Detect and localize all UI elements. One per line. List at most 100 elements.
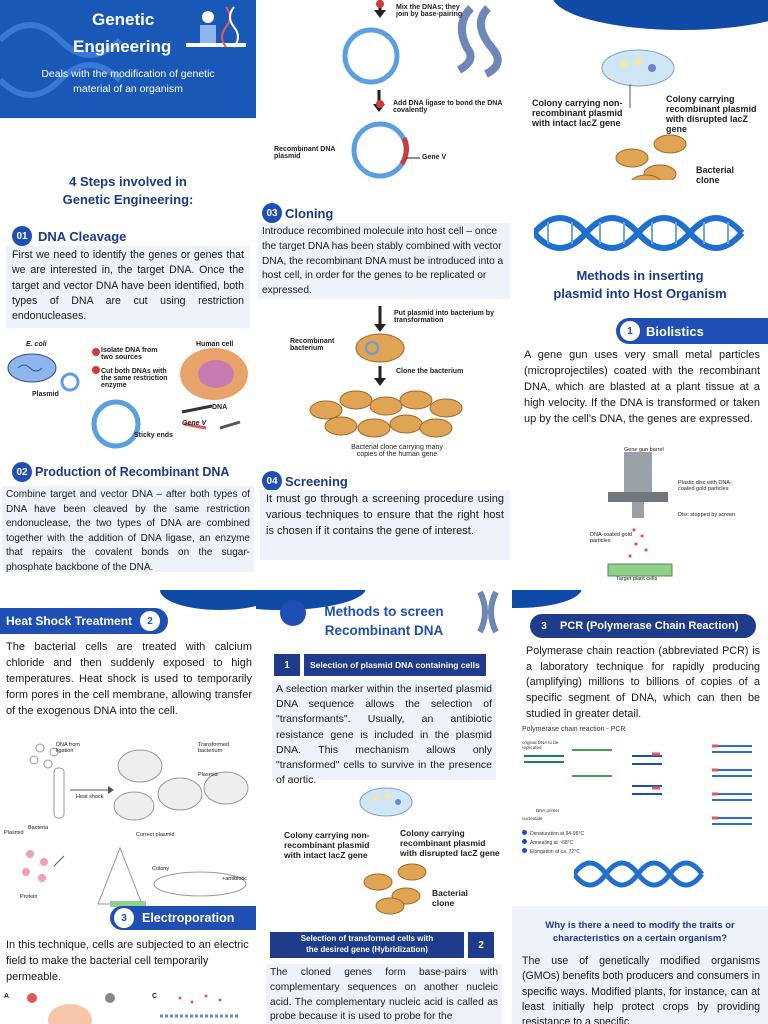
intro-title-line1: Genetic <box>92 10 155 29</box>
cleave-sticky-ends-label: Sticky ends <box>134 432 173 439</box>
electroporation-diagram <box>27 993 240 1024</box>
m1-header: 1 Selection of plasmid DNA containing ce… <box>274 654 486 676</box>
why-text: The use of genetically modified organism… <box>522 955 760 1024</box>
cleave-plasmid-label: Plasmid <box>32 391 59 398</box>
methods-insert-line2: plasmid into Host Organism <box>553 286 727 301</box>
clone-step6-label: Clone the bacterium <box>396 368 464 375</box>
clone-caption: Bacterial clone carrying many copies of … <box>351 444 443 458</box>
step3-text: Introduce recombined molecule into host … <box>262 226 504 297</box>
step4-text-box: It must go through a screening procedure… <box>260 490 510 560</box>
step1-number-badge: 01 <box>12 226 32 246</box>
m1-text-box: A selection marker within the inserted p… <box>272 680 496 786</box>
colony-bacterial-clone-label: Bacterial clone <box>696 165 735 185</box>
pcr-original-label: original DNA to be replicated <box>522 740 559 750</box>
panel-heat-shock: Heat Shock Treatment 2 The bacterial cel… <box>0 590 256 1024</box>
hs-dna-from-label: DNA from ligation <box>56 742 80 754</box>
hs-antibiotic-label: +antibiotic <box>222 876 247 882</box>
mix-gene-v-label: Gene V <box>422 154 447 161</box>
electroporation-number: 3 <box>114 908 134 928</box>
biolistics-number: 1 <box>620 321 640 341</box>
step1-header: 01 DNA Cleavage <box>12 226 126 246</box>
chromosome-icon <box>477 590 499 634</box>
pcr-legend-denat-text: Denaturation at 94-96°C <box>530 831 584 837</box>
step1-text-box: First we need to identify the genes or g… <box>6 246 250 328</box>
heat-shock-number: 2 <box>140 611 161 631</box>
pcr-primer-label: DNA primer <box>536 808 560 813</box>
step3-title: Cloning <box>285 205 334 221</box>
heat-shock-title: Heat Shock Treatment <box>6 614 133 628</box>
intro-subtitle: Deals with the modification of genetic m… <box>41 68 215 95</box>
colony-non-recomb-label: Colony carrying non-recombinant plasmid … <box>532 98 623 128</box>
pcr-nucleotide-label: nucleotide <box>522 816 543 821</box>
dna-cleavage-diagram <box>7 348 248 449</box>
biolistics-title: Biolistics <box>646 323 704 339</box>
heat-shock-pill: Heat Shock Treatment 2 <box>0 608 168 634</box>
panel-pcr: 3 PCR (Polymerase Chain Reaction) Polyme… <box>512 590 768 1024</box>
gun-target-label: Target plant cells <box>616 576 658 582</box>
pcr-title: PCR (Polymerase Chain Reaction) <box>560 620 739 632</box>
why-heading-line1: Why is there a need to modify the traits… <box>545 920 735 931</box>
m1-number: 1 <box>274 654 300 676</box>
step2-title: Production of Recombinant DNA <box>35 465 230 479</box>
heat-blob <box>160 590 256 610</box>
hs-transformed-label: Transformed bacterium <box>198 742 229 754</box>
step4-title: Screening <box>285 473 348 489</box>
colony-recomb-label: Colony carrying recombinant plasmid with… <box>666 94 757 134</box>
hs-plasmid2-label: Plasmid <box>4 830 24 836</box>
gene-gun-diagram <box>607 452 673 577</box>
m2-text: The cloned genes form base-pairs with co… <box>270 967 498 1023</box>
panel-intro: Genetic Engineering Deals with the modif… <box>0 0 256 590</box>
m2-text-box: The cloned genes form base-pairs with co… <box>266 964 502 1024</box>
cleave-step2-label: Cut both DNAs with the same restriction … <box>101 368 168 389</box>
step4-header: 04 Screening <box>262 471 348 491</box>
pcr-dna-helix <box>574 860 704 888</box>
scientist-icon <box>186 6 246 48</box>
step3-header: 03 Cloning <box>262 203 333 223</box>
pcr-legend-elong-text: Elongation at ca. 72°C <box>530 849 580 855</box>
panel-biolistics: Colony carrying non-recombinant plasmid … <box>512 0 768 590</box>
screen-colony-diagram <box>359 787 427 915</box>
mix-diagram <box>342 0 502 179</box>
cleave-gene-v-label: Gene V <box>182 420 207 427</box>
pcr-legend-anneal-text: Annealing at ~68°C <box>530 840 574 846</box>
mix-step4-label: Add DNA ligase to bond the DNA covalentl… <box>393 100 503 114</box>
electroporation-title: Electroporation <box>142 911 235 925</box>
hs-correct-label: Correct plasmid <box>136 832 175 838</box>
pcr-diagram <box>524 744 752 825</box>
pcr-text: Polymerase chain reaction (abbreviated P… <box>526 645 760 720</box>
biolistics-pill: 1 Biolistics <box>616 318 768 344</box>
step3-text-box: Introduce recombined molecule into host … <box>258 223 510 299</box>
pcr-legend-elong: Elongation at ca. 72°C <box>522 848 584 857</box>
step2-header: 02 Production of Recombinant DNA <box>12 462 229 482</box>
top-blob <box>552 0 768 30</box>
screen-circle-decor <box>280 600 306 626</box>
electro-panel-c: C <box>152 993 158 1000</box>
step4-number-badge: 04 <box>262 471 282 491</box>
m2-header: Selection of transformed cells with the … <box>270 932 494 958</box>
why-box <box>512 906 768 1024</box>
dna-helix-graphic <box>534 215 744 251</box>
steps-heading: 4 Steps involved in Genetic Engineering: <box>0 174 256 207</box>
screen-heading: Methods to screen Recombinant DNA <box>296 604 472 638</box>
pcr-blob <box>512 590 582 608</box>
electroporation-pill: 3 Electroporation <box>110 906 256 930</box>
panel-screening: Methods to screen Recombinant DNA 1 Sele… <box>256 590 512 1024</box>
pcr-number: 3 <box>541 620 547 632</box>
hs-protein-label: Protein <box>20 894 38 900</box>
gun-stopped-label: Disc stopped by screen <box>678 512 736 518</box>
hs-plasmid-label: Plasmid <box>198 772 218 778</box>
cleave-ecoli-label: E. coli <box>26 341 47 348</box>
step2-text: Combine target and vector DNA – after bo… <box>6 489 250 573</box>
step3-number-badge: 03 <box>262 203 282 223</box>
hs-colony-label: Colony <box>152 866 170 872</box>
screen-recomb-label: Colony carrying recombinant plasmid with… <box>400 828 500 858</box>
mix-step3-label: Mix the DNAs; they join by base-pairing <box>396 4 463 18</box>
panel-cloning: Mix the DNAs; they join by base-pairing … <box>256 0 512 590</box>
colony-diagram <box>601 49 687 180</box>
m2-title: Selection of transformed cells with the … <box>270 932 464 958</box>
dna-helix-decor <box>0 22 123 98</box>
steps-heading-line2: Genetic Engineering: <box>62 192 194 207</box>
step2-text-box: Combine target and vector DNA – after bo… <box>2 486 254 573</box>
m2-number: 2 <box>468 932 494 958</box>
m2-title-line2: the desired gene (Hybridization) <box>306 945 428 954</box>
